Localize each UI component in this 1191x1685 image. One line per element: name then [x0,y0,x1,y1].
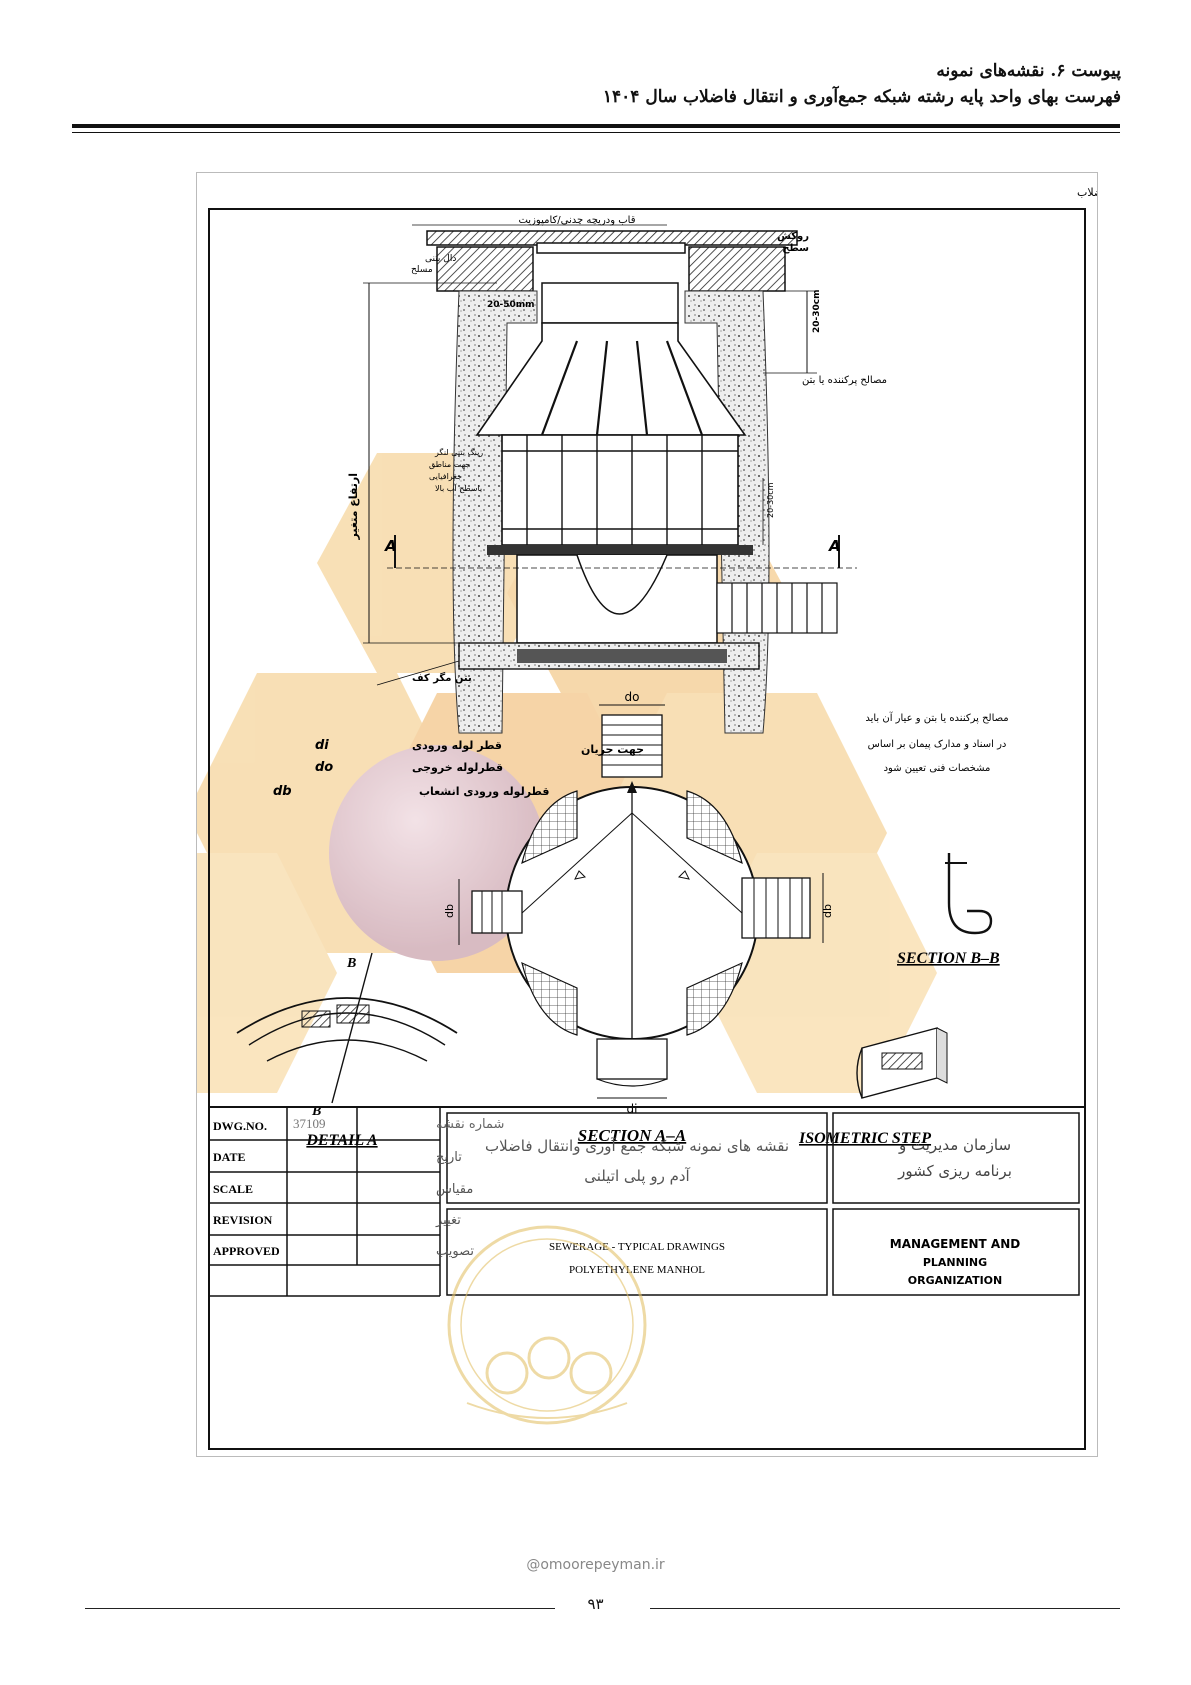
tb-org-en-3: ORGANIZATION [908,1274,1002,1287]
tb-approved-label: APPROVED [213,1244,280,1258]
label-surface2: سطح [782,243,809,254]
label-lean-concrete: بتن مگر کف [412,671,472,684]
label-ring-4: باسطح آب بالا [435,483,482,493]
isometric-step [856,1027,948,1099]
seal-watermark [447,1225,647,1425]
tb-dwgno-value: 37109 [293,1116,326,1131]
tb-org-en-2: PLANNING [923,1256,987,1269]
header-line-2: فهرست بهای واحد پایه رشته شبکه جمع‌آوری … [602,87,1121,107]
section-aa-plan [458,704,824,1099]
watermark-url: @omoorepeyman.ir [526,1557,665,1573]
label-db-right: db [821,904,834,918]
inner-frame [208,208,1086,1450]
label-ring-2: جهت مناطق [429,460,470,469]
legend-sym-db: db [273,784,292,799]
tb-date-fa: تاریخ [436,1150,462,1165]
legend-db: قطرلوله ورودی انشعاب [419,785,549,798]
note-line-2: در اسناد و مدارک پیمان بر اساس [868,739,1007,750]
label-gap: 20-50mm [487,300,535,310]
detail-a [236,952,458,1104]
page-header: پیوست ۶. نقشه‌های نمونه فهرست بهای واحد … [603,58,1121,110]
sheet-caption: فهرست بهای واحد پایه رشته شبکه جمع آوری … [1077,185,1097,199]
legend-sym-di: di [315,738,329,753]
tb-dwgno-label: DWG.NO. [213,1119,267,1133]
tb-org-fa-2: برنامه ریزی کشور [897,1162,1012,1180]
label-ring-3: جغرافیایی [429,472,462,481]
tb-scale-label: SCALE [213,1182,253,1196]
label-section-aa: SECTION A–A [578,1126,686,1145]
label-section-bb: SECTION B–B [897,950,1000,967]
tb-title-en-2: POLYETHYLENE MANHOL [569,1264,705,1276]
tb-title-en-1: SEWERAGE - TYPICAL DRAWINGS [549,1241,725,1253]
title-block [209,1106,1085,1297]
tb-scale-fa: مقیاس [436,1182,473,1197]
footer-rule-right [650,1608,1120,1609]
manhole-section [363,230,857,734]
tb-org-en-1: MANAGEMENT AND [890,1237,1020,1251]
label-a-left: A [384,537,397,555]
section-bb-symbol [945,853,993,935]
tb-title-fa-1: نقشه های نمونه شبکه جمع آوری وانتقال فاض… [485,1137,789,1155]
header-rule-thin [72,132,1120,133]
header-line-1: پیوست ۶. نقشه‌های نمونه [936,61,1121,81]
note-line-3: مشخصات فنی تعیین شود [884,763,991,774]
drawing-sheet: فهرست بهای واحد پایه رشته شبکه جمع آوری … [97,172,1191,1457]
label-height: ارتفاع متغیر [347,473,360,540]
label-frame: قاب ودریچه چدنی/کامپوزیت [518,215,635,226]
label-b-top: B [346,956,356,971]
label-di: di [627,1102,638,1116]
label-surface: روکش [777,231,809,242]
legend-di: قطر لوله ورودی [412,739,502,752]
label-b-bottom: B [311,1104,321,1119]
label-slab2: مسلح [411,265,433,275]
label-isometric-step: ISOMETRIC STEP [798,1130,931,1147]
note-line-1: مصالح پرکننده یا بتن و عیار آن باید [865,711,1008,724]
label-dim-mid: 20-30cm [766,482,775,518]
label-slab: دال بتنی [425,254,456,264]
label-dim-right: 20-30cm [812,290,822,334]
legend-do: قطرلوله خروجی [412,761,503,774]
tb-dwgno-fa: شماره نقشه [436,1117,504,1132]
label-flow-dir: جهت جریان [581,743,644,756]
header-rule-thick [72,124,1120,128]
footer-rule-left [85,1608,555,1609]
legend-sym-do: do [315,760,333,775]
label-do: do [625,690,640,704]
tb-date-label: DATE [213,1150,245,1164]
legend: di قطر لوله ورودی do قطرلوله خروجی db قط… [273,738,549,799]
tb-approved-fa: تصویب [436,1244,474,1259]
drawing-svg: فهرست بهای واحد پایه رشته شبکه جمع آوری … [97,185,1191,1450]
tb-revision-fa: تغییر [435,1213,461,1228]
tb-org-fa-1: سازمان مدیریت و [898,1136,1011,1154]
label-db-left: db [443,904,456,918]
page-number: ۹۳ [587,1595,604,1613]
label-ring-1: رینگ بتنی لنگر [434,447,483,457]
label-fill-concrete: مصالح پرکننده یا بتن [802,375,887,386]
tb-revision-label: REVISION [213,1213,273,1227]
label-a-right: A [828,537,841,555]
tb-title-fa-2: آدم رو پلی اتیلنی [584,1167,690,1186]
